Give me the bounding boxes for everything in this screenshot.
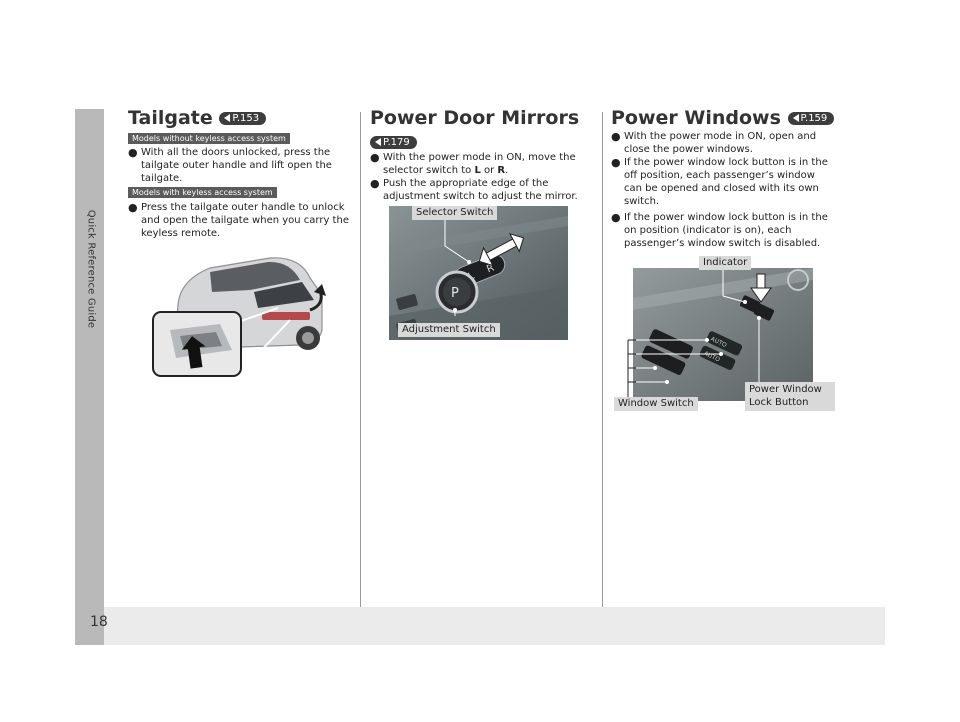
tailgate-page-ref-text: P.153 [232,113,260,124]
callout-indicator: Indicator [699,256,752,270]
page-number: 18 [90,614,108,630]
bullet-line: With the power mode in ON, open and [624,131,817,142]
window-switch-drawing: AUTO AUTO [633,268,813,401]
bullet-line: on position (indicator is on), each [624,225,792,236]
side-title-text: Quick Reference Guide [85,209,97,329]
windows-page-ref-text: P.159 [800,113,828,124]
windows-heading: Power Windows P.159 [611,107,835,129]
bullet-line: keyless remote. [141,228,221,239]
mirror-switch-drawing: L R P [389,206,568,340]
tailgate-page-ref[interactable]: P.153 [219,112,267,125]
bullet-line: switch. [624,196,660,207]
mirrors-bullet-2: ● Push the appropriate edge of the adjus… [370,177,598,205]
page-ref-arrow-icon [224,114,231,122]
bullet-line: close the power windows. [624,144,753,155]
tailgate-heading: Tailgate P.153 [128,107,267,129]
bullet-line: can be opened and closed with its own [624,183,819,194]
callout-window-switch: Window Switch [614,397,698,411]
bullet-line: and open the tailgate when you carry the [141,215,349,226]
bullet-dot: ● [128,146,138,159]
windows-page-ref[interactable]: P.159 [787,112,835,125]
tag-without-keyless: Models without keyless access system [128,133,290,144]
tailgate-title: Tailgate [128,107,213,129]
bullet-line: off position, each passenger’s window [624,170,815,181]
mirrors-page-ref[interactable]: P.179 [370,136,417,149]
page-ref-arrow-icon [375,138,381,146]
window-switch-bracket [627,339,636,398]
mirrors-bullet-1: ● With the power mode in ON, move the se… [370,151,598,179]
bullet-dot: ● [611,156,621,169]
column-divider-2 [602,112,603,607]
bullet-line: tailgate. [141,173,183,184]
bullet-line: If the power window lock button is in th… [624,157,828,168]
bullet-line: passenger’s window switch is disabled. [624,238,821,249]
windows-bullet-1: ● With the power mode in ON, open and cl… [611,130,851,158]
switch-r-label: R [485,263,496,276]
mirrors-page-ref-wrap: P.179 [370,133,417,152]
bullet-dot: ● [370,151,380,164]
bullet-dot: ● [611,211,621,224]
bullet-dot: ● [370,177,380,190]
bullet-line: With the power mode in ON, move the [383,152,576,163]
sidebar-strip [75,109,104,645]
tag-with-keyless: Models with keyless access system [128,187,277,198]
callout-lock-button: Power Window Lock Button [745,382,835,411]
page-ref-arrow-icon [792,114,799,122]
bullet-dot: ● [128,201,138,214]
tailgate-bullet-2: ● Press the tailgate outer handle to unl… [128,201,356,241]
mirrors-title: Power Door Mirrors [370,107,580,129]
switch-center-label: P [451,286,459,301]
callout-selector-switch: Selector Switch [412,206,498,220]
mirror-switch-photo: L R P [389,206,568,340]
callout-adjustment-switch: Adjustment Switch [398,323,500,337]
windows-bullet-3: ● If the power window lock button is in … [611,211,851,251]
mirrors-heading: Power Door Mirrors [370,107,579,129]
windows-bullet-2: ● If the power window lock button is in … [611,156,851,210]
bullet-line: adjustment switch to adjust the mirror. [383,191,578,202]
column-divider-1 [360,112,361,607]
bullet-line: selector switch to L or R. [383,165,509,176]
bullet-line: Press the tailgate outer handle to unloc… [141,202,345,213]
press-arrow-icon [750,273,772,303]
tailgate-illustration [152,257,326,377]
mirrors-page-ref-text: P.179 [383,137,410,148]
callout-line: Lock Button [749,397,809,408]
bullet-line: tailgate outer handle and lift open the [141,160,332,171]
callout-line: Power Window [749,384,822,395]
bullet-line: Push the appropriate edge of the [383,178,549,189]
tailgate-bullet-1: ● With all the doors unlocked, press the… [128,146,353,186]
side-title: Quick Reference Guide [75,109,104,419]
bullet-line: With all the doors unlocked, press the [141,147,331,158]
double-arrow-icon [478,232,525,267]
windows-title: Power Windows [611,107,781,129]
bullet-line: If the power window lock button is in th… [624,212,828,223]
window-switch-photo: AUTO AUTO [633,268,813,401]
bullet-dot: ● [611,130,621,143]
